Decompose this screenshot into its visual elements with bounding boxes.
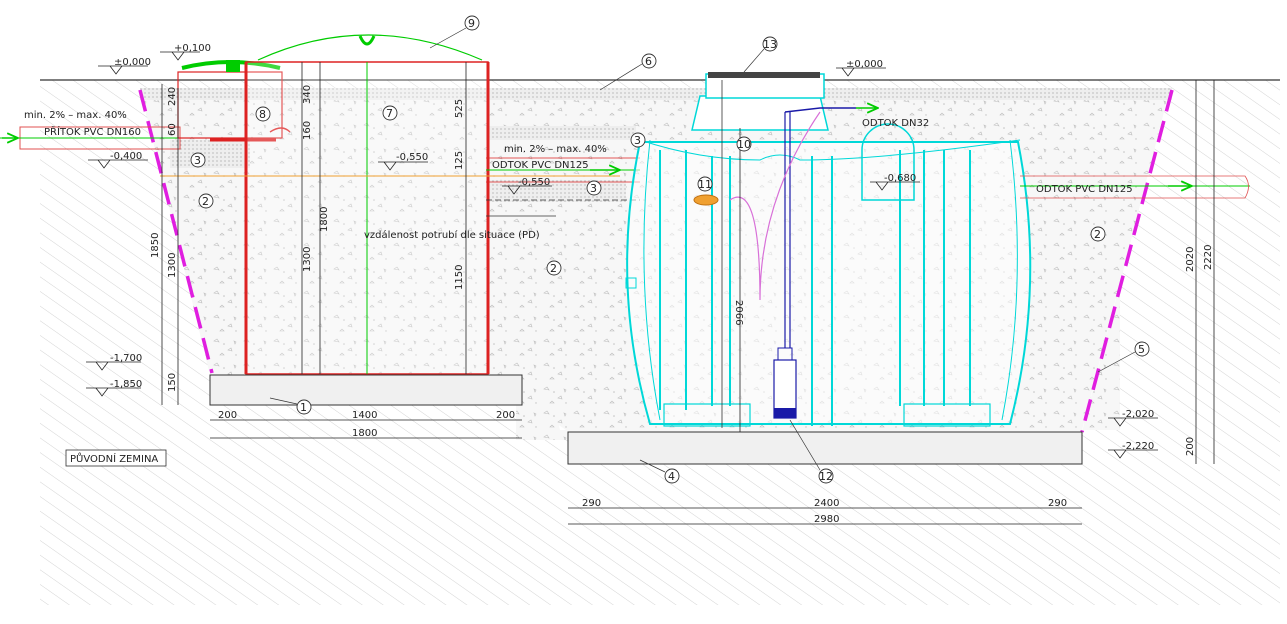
level-bottom-inner: -1,700 [110, 353, 142, 364]
dim-right-200: 200 [1185, 437, 1196, 456]
slope-label-left: min. 2% – max. 40% [24, 110, 127, 121]
dim-160: 160 [302, 121, 313, 140]
right-outlet-pipe [1020, 175, 1250, 199]
outflow-pump-label: ODTOK DN32 [862, 118, 929, 129]
callout-circles [190, 15, 1150, 484]
callout-5: 5 [1138, 343, 1145, 356]
excavation-slope-left [138, 89, 214, 374]
callout-1: 1 [300, 401, 307, 414]
distance-note: vzdálenost potrubí dle situace (PD) [364, 229, 540, 241]
level-outlet-pipe: -0,550 [518, 177, 550, 188]
dim-tank-290b: 290 [1048, 498, 1067, 509]
soil-label: PŮVODNÍ ZEMINA [70, 452, 158, 465]
soil-label-box [65, 449, 167, 467]
dim-tank-290a: 290 [582, 498, 601, 509]
level-outlet-ch: -0,550 [396, 152, 428, 163]
callout-8: 8 [259, 108, 266, 121]
level-plus-left: +0,100 [174, 43, 211, 54]
callout-3b: 3 [634, 134, 641, 147]
callout-6: 6 [645, 55, 652, 68]
dim-1300b: 1300 [302, 247, 313, 272]
callout-12: 12 [819, 470, 833, 483]
dim-340: 340 [302, 85, 313, 104]
dim-240: 240 [167, 87, 178, 106]
dim-1150: 1150 [454, 265, 465, 290]
dim-525: 525 [454, 99, 465, 118]
callout-10: 10 [737, 138, 751, 151]
dim-1800: 1800 [319, 207, 330, 232]
outflow-right-label: ODTOK PVC DN125 [1036, 184, 1133, 195]
callout-9: 9 [468, 17, 475, 30]
dim-150: 150 [167, 373, 178, 392]
retention-shaft [244, 34, 490, 375]
level-inlet: -0,400 [110, 151, 142, 162]
slope-label-mid: min. 2% – max. 40% [504, 144, 607, 155]
level-zero-left: ±0,000 [114, 57, 151, 68]
level-base-bottom: -2,220 [1122, 441, 1154, 452]
level-bottom-outer: -1,850 [110, 379, 142, 390]
inlet-shaft [177, 60, 291, 142]
outflow-mid-label: ODTOK PVC DN125 [492, 160, 589, 171]
dim-base-1400: 1400 [352, 410, 377, 421]
dim-tank-2066: 2066 [733, 300, 744, 325]
dim-tank-2980: 2980 [814, 514, 839, 525]
excavation-slope-right [1080, 89, 1174, 433]
callout-13: 13 [763, 38, 777, 51]
level-tank-bottom: -2,020 [1122, 409, 1154, 420]
callout-2a: 2 [202, 195, 209, 208]
dim-right-2020: 2020 [1185, 247, 1196, 272]
dim-1300a: 1300 [167, 253, 178, 278]
inflow-label: PŘÍTOK PVC DN160 [44, 125, 141, 138]
dim-base-1800: 1800 [352, 428, 377, 439]
dim-tank-2400: 2400 [814, 498, 839, 509]
dimension-lines [161, 62, 1215, 525]
callout-3c: 3 [590, 182, 597, 195]
mid-outlet-pipe [486, 157, 640, 217]
base-plate-right [567, 431, 1083, 465]
callout-2c: 2 [1094, 228, 1101, 241]
level-tank-outlet: -0,680 [884, 173, 916, 184]
dim-right-2220: 2220 [1203, 245, 1214, 270]
callout-leaders [269, 27, 1136, 473]
level-zero-right: ±0,000 [846, 59, 883, 70]
level-markers [86, 51, 1158, 459]
dim-base-200b: 200 [496, 410, 515, 421]
callout-11: 11 [698, 178, 712, 191]
base-plate-left [209, 374, 523, 406]
tank [625, 72, 1032, 428]
callout-3a: 3 [194, 154, 201, 167]
dim-base-200a: 200 [218, 410, 237, 421]
dim-125: 125 [454, 151, 465, 170]
dim-1850: 1850 [150, 233, 161, 258]
callout-2b: 2 [550, 262, 557, 275]
dim-60: 60 [167, 123, 178, 136]
callout-4: 4 [668, 470, 675, 483]
pump [693, 108, 878, 419]
callout-7: 7 [386, 107, 393, 120]
